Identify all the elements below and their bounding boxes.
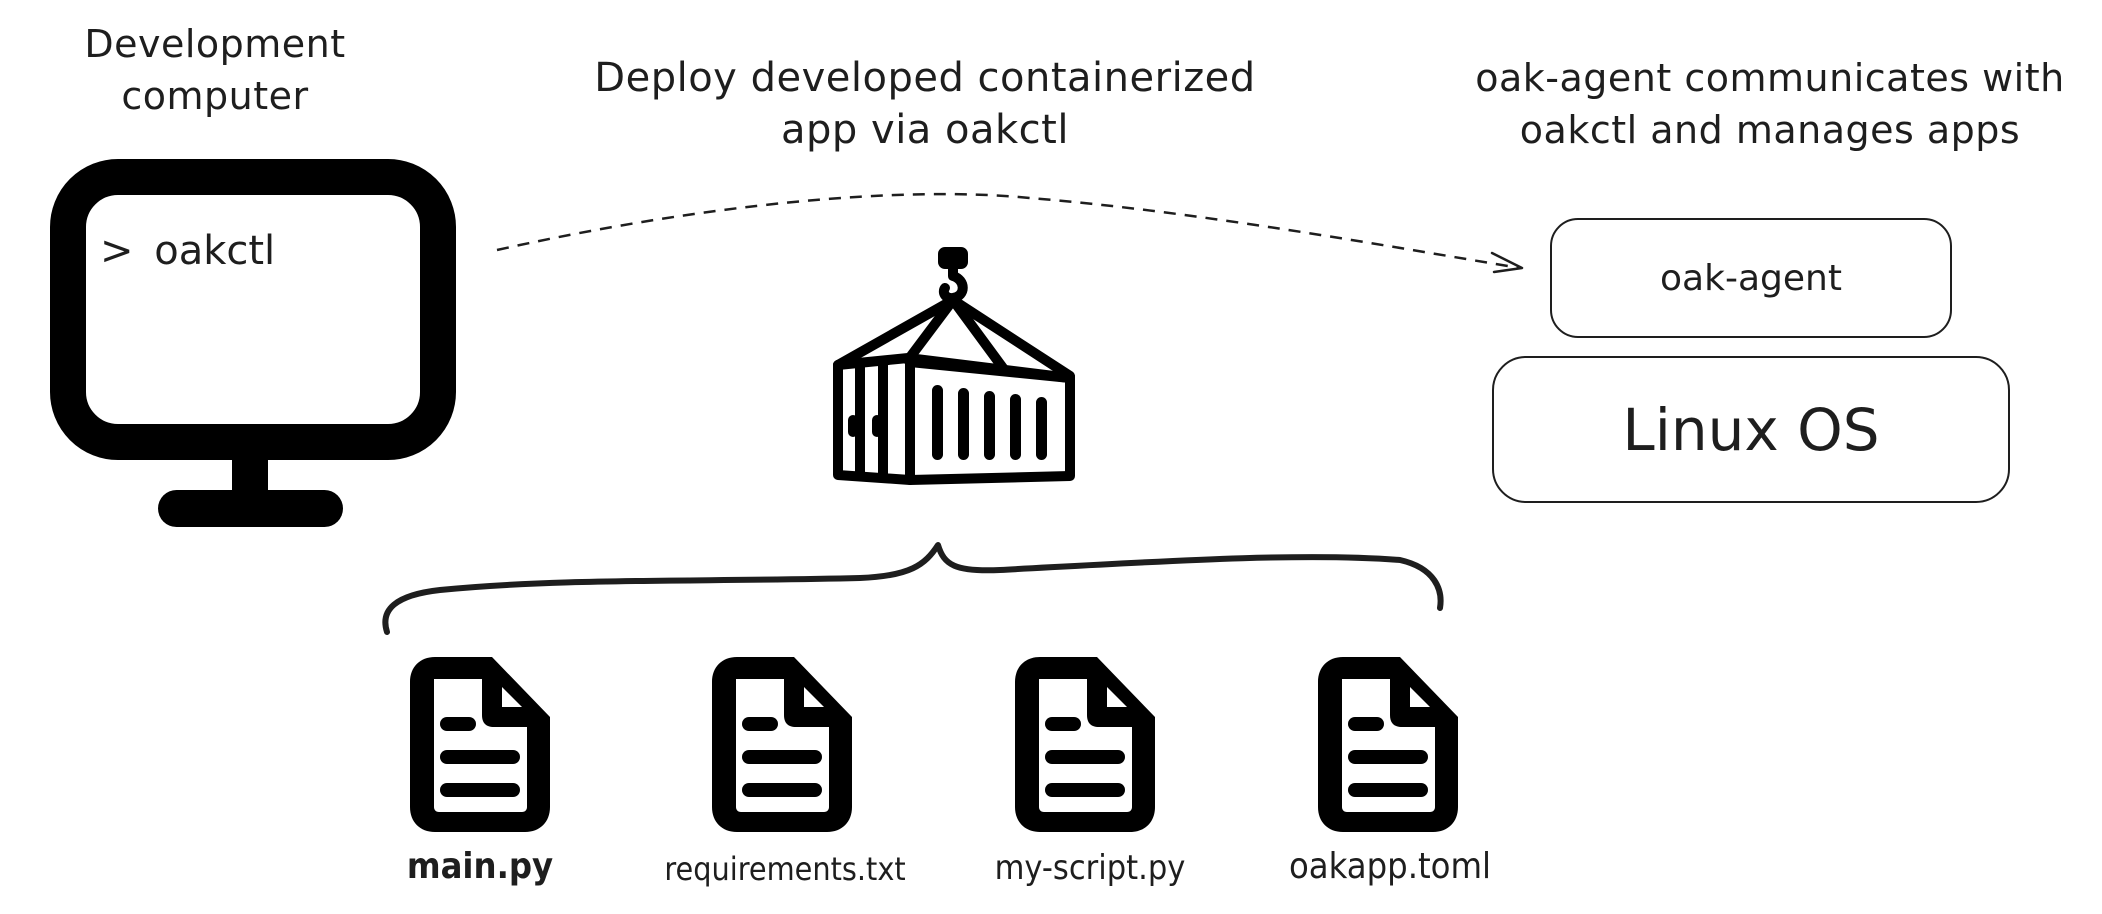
deploy-caption-line2: app via oakctl <box>781 107 1069 153</box>
deploy-caption: Deploy developed containerized app via o… <box>560 52 1290 156</box>
device-caption-line2: oakctl and manages apps <box>1519 108 2021 152</box>
linux-os-label: Linux OS <box>1622 395 1880 464</box>
dev-computer-caption-line1: Development <box>84 22 346 66</box>
dev-computer-caption: Development computer <box>60 18 370 122</box>
oak-agent-label: oak-agent <box>1660 257 1842 299</box>
file-label-my-script-py: my-script.py <box>994 848 1186 888</box>
terminal-prompt: > <box>100 228 134 274</box>
file-label-oakapp-toml: oakapp.toml <box>1288 846 1492 887</box>
arrow-head <box>1490 251 1524 274</box>
file-label-requirements-txt: requirements.txt <box>664 850 906 888</box>
file-icon <box>1318 657 1458 832</box>
device-caption: oak-agent communicates with oakctl and m… <box>1460 52 2080 156</box>
deploy-caption-line1: Deploy developed containerized <box>594 55 1256 101</box>
file-icon <box>1015 657 1155 832</box>
device-caption-line1: oak-agent communicates with <box>1475 56 2065 100</box>
oak-agent-box: oak-agent <box>1550 218 1952 338</box>
linux-os-box: Linux OS <box>1492 356 2010 503</box>
terminal-line: > oakctl <box>100 228 275 274</box>
file-icon <box>712 657 852 832</box>
file-label-main-py: main.py <box>406 846 554 887</box>
file-icon <box>410 657 550 832</box>
dev-computer-caption-line2: computer <box>121 74 309 118</box>
terminal-command: oakctl <box>154 228 276 274</box>
